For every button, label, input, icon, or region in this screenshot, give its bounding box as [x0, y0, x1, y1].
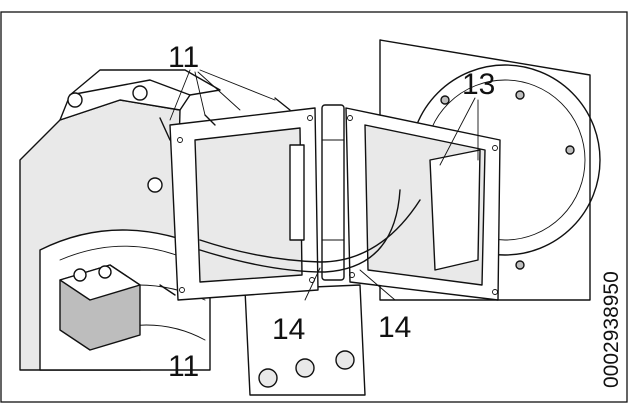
hinge [321, 104, 345, 281]
callout-14-center: 14 [272, 313, 305, 346]
callout-11-bottom: 11 [168, 350, 199, 383]
leader-lines [169, 69, 479, 301]
figure-border [0, 11, 628, 403]
callout-13: 13 [462, 68, 495, 101]
mounting-pedestal [244, 284, 366, 396]
callout-14-right: 14 [378, 311, 411, 344]
motor-block [59, 264, 141, 351]
right-flange-door [345, 107, 501, 301]
document-id: 0002938950 [600, 271, 623, 388]
screws [159, 97, 291, 296]
ignition-cables [199, 189, 421, 273]
callout-11-top: 11 [168, 41, 199, 74]
